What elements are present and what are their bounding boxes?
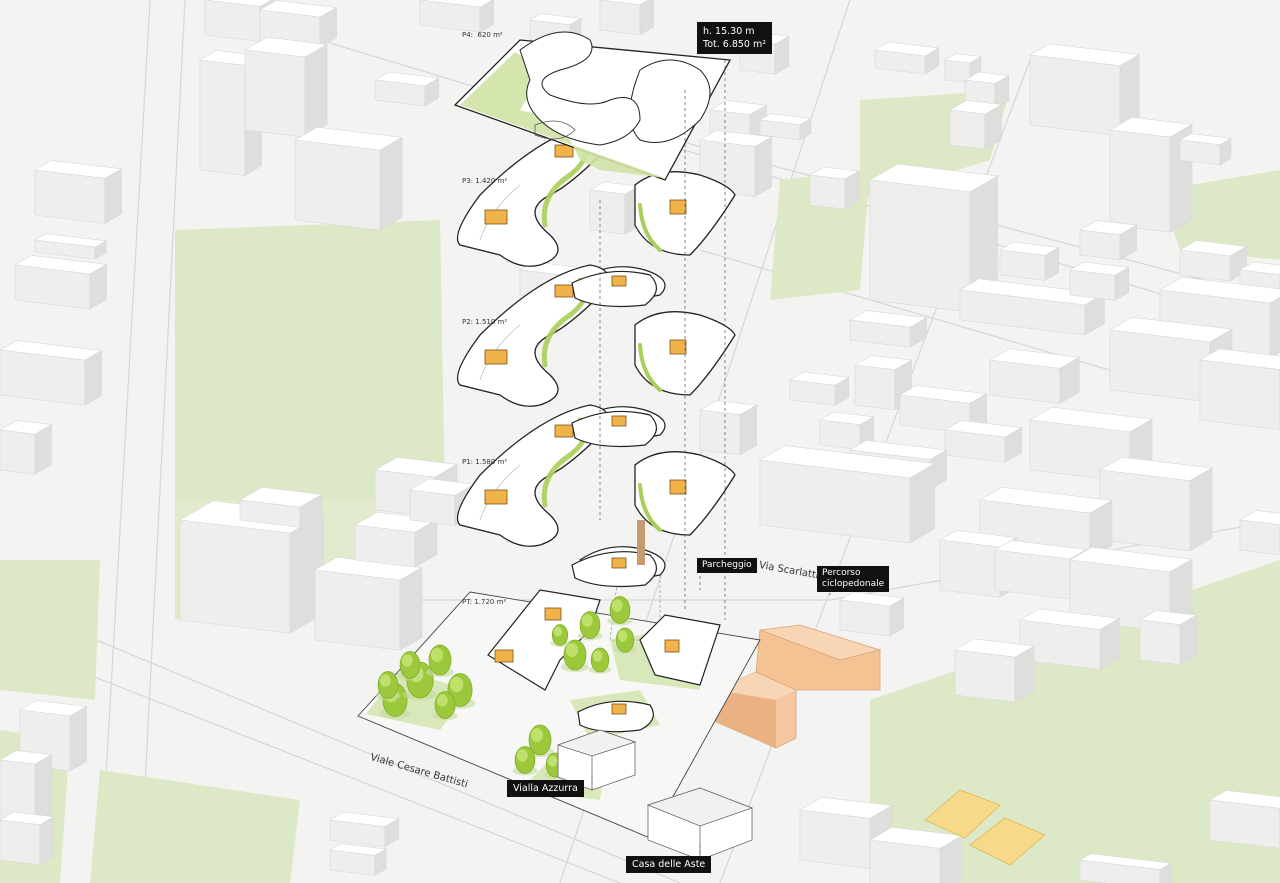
context-building [1139,610,1198,666]
context-building [954,638,1036,703]
context-building [329,843,387,876]
tree [577,611,603,641]
floor-id: P4: [462,31,474,39]
floor-id: P3: [462,177,474,185]
floor-area: 1.720 m² [474,598,507,606]
tree [607,596,633,626]
context-building [239,486,323,528]
tree [426,644,454,677]
context-building [599,0,655,36]
ground-floor-blocks [487,270,721,733]
context-building [989,348,1081,404]
context-building [1099,456,1213,552]
context-building [0,340,103,406]
total-area: Tot. 6.850 m² [703,39,767,50]
context-building [999,241,1060,281]
context-building [944,420,1023,463]
casa-delle-aste-callout: Casa delle Aste [626,856,712,873]
highlight-building [715,624,882,749]
context-building [589,181,640,235]
context-building [1029,43,1141,137]
casa-delle-aste-building [646,787,754,861]
context-building [759,113,812,141]
height-value: h. 15.30 m [703,26,755,37]
context-building [0,750,53,830]
cycle-line-1: Percorso [822,568,861,578]
floor-label-p2: P2: 1.510 m² [462,318,507,326]
context-building [849,310,928,348]
floor-area: 1.580 m² [475,458,508,466]
context-building [1019,608,1121,671]
context-building [949,100,1003,150]
context-building [959,278,1106,336]
tree [397,651,423,681]
context-building [1079,853,1172,883]
context-building [874,41,940,75]
trees [375,596,637,779]
height-total-tag: h. 15.30 m Tot. 6.850 m² [697,22,773,54]
tree [613,627,637,654]
context-building [759,445,936,544]
floor-label-p1: P1: 1.580 m² [462,458,507,466]
context-building [374,71,440,107]
context-building [1109,116,1193,233]
context-building [789,371,850,406]
context-building [14,255,108,310]
context-building [869,163,999,313]
cycle-line-2: ciclopedonale [822,579,885,589]
tree [432,691,458,721]
villa-azzurra-callout: Vialla Azzurra [507,780,584,797]
tree [588,647,612,674]
context-building [1239,510,1280,556]
context-building [419,0,495,33]
height-guides [591,60,831,858]
tree [561,639,589,672]
context-building [294,126,403,231]
sport-courts [924,789,1046,866]
floor-plate-p4 [453,31,732,181]
context-building [854,355,913,411]
context-building [809,166,860,210]
floor-label-p3: P3: 1.420 m² [462,177,507,185]
context-building [699,400,758,456]
context-building [0,811,55,866]
context-building [1199,348,1280,431]
floor-label-pt: PT: 1.720 m² [462,598,506,606]
floor-area: 1.420 m² [475,177,508,185]
floor-plates [453,31,736,733]
villa-azzurra-building [556,729,637,791]
tree [512,746,538,776]
context-building [244,36,328,138]
context-building [1069,261,1130,301]
parking-callout: Parcheggio [697,558,757,573]
context-building [1179,240,1248,282]
floor-id: P2: [462,318,474,326]
floor-label-p4: P4: 620 m² [462,31,503,39]
cycle-path-callout: Percorso ciclopedonale [817,566,890,592]
context-building [869,826,963,883]
floor-id: PT: [462,598,473,606]
context-building [354,511,438,568]
context-building [34,160,123,224]
floor-area: 620 m² [477,31,503,39]
context-building [1179,133,1232,166]
context-building [839,591,905,637]
context-building [314,556,423,651]
context-building [34,233,107,260]
floor-area: 1.510 m² [475,318,508,326]
context-building [0,420,53,475]
tree [375,671,401,701]
floor-id: P1: [462,458,474,466]
tree [550,624,570,647]
context-building [1079,220,1138,261]
park-west [175,220,445,500]
context-building [1209,790,1280,849]
context-building [329,811,400,848]
